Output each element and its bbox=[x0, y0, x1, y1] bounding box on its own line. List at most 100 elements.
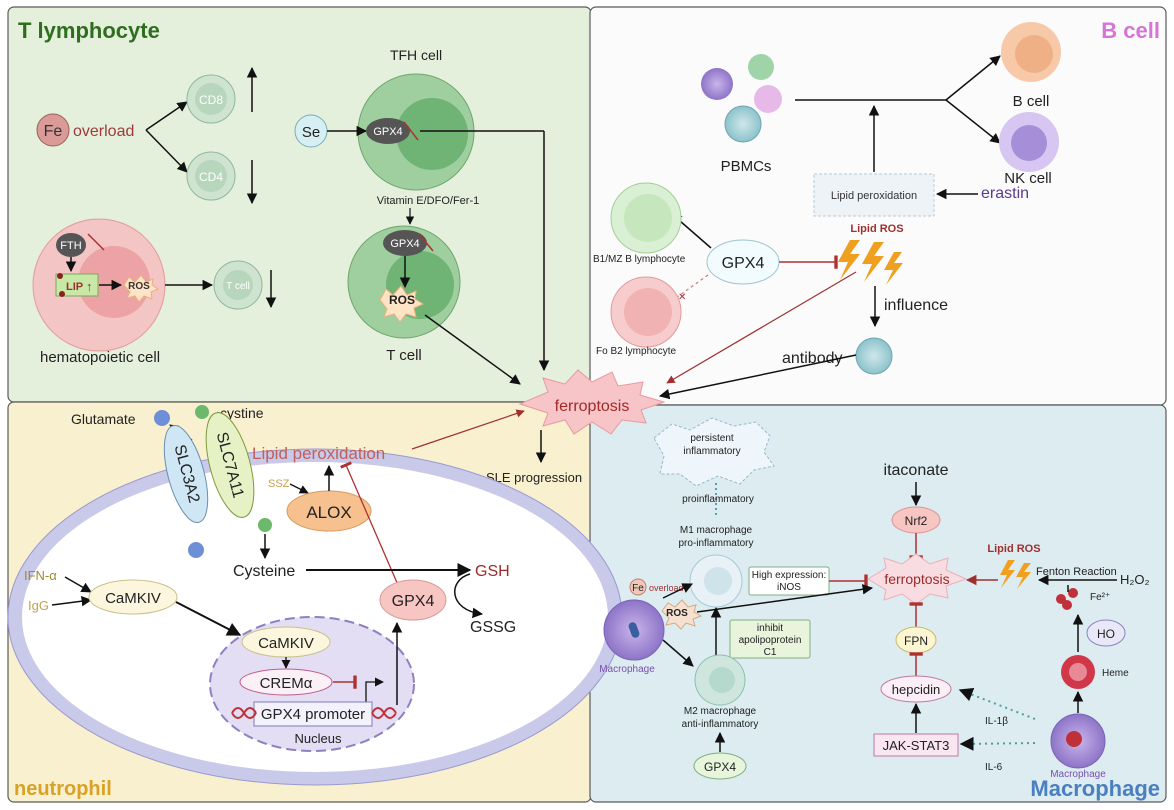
lip-dot bbox=[57, 273, 63, 279]
lip-box bbox=[55, 273, 99, 297]
ssz-inhibits-alox bbox=[289, 483, 309, 494]
m-overload-label: overload bbox=[649, 583, 684, 593]
gpx4-b-label: GPX4 bbox=[722, 255, 765, 272]
lipid-to-ferroptosis bbox=[411, 409, 525, 450]
il6-dotted bbox=[959, 736, 1036, 751]
gpx4-tfh-cross bbox=[403, 121, 419, 141]
cystine-dot bbox=[195, 405, 209, 419]
lipid-ros-to-ferroptosis bbox=[666, 271, 857, 384]
small-t-cell-nucleus bbox=[223, 270, 253, 300]
nrf2-label: Nrf2 bbox=[905, 514, 928, 528]
ros-tcell-label: ROS bbox=[389, 293, 415, 307]
il6-label: IL-6 bbox=[985, 762, 1003, 773]
hepcidin-node bbox=[880, 675, 952, 703]
glutamate-in-dot bbox=[188, 542, 204, 558]
antibody-to-ferroptosis bbox=[658, 354, 857, 400]
glutamate-label: Glutamate bbox=[71, 411, 136, 427]
pbmc-teal-cell bbox=[724, 105, 762, 143]
b1-nucleus bbox=[624, 194, 672, 242]
m1-label-1: M1 macrophage bbox=[680, 525, 753, 536]
inhibit-label-1: inhibit bbox=[757, 623, 783, 634]
hepcidin-label: hepcidin bbox=[892, 682, 940, 697]
cystine-label: cystine bbox=[220, 405, 264, 421]
crem-label: CREMα bbox=[260, 675, 313, 692]
il1b-dotted bbox=[958, 688, 1036, 720]
ros-label-small: ROS bbox=[128, 281, 150, 292]
gpx4-n-node bbox=[379, 579, 447, 621]
glutamate-dot bbox=[154, 410, 170, 426]
camkiv-node bbox=[88, 579, 178, 615]
inhibit-label-3: C1 bbox=[764, 647, 777, 658]
arrow-left-mac-m1 bbox=[662, 583, 693, 599]
erastin-label: erastin bbox=[981, 185, 1029, 202]
fth-node bbox=[56, 233, 86, 257]
t-cell-large-label: T cell bbox=[386, 347, 422, 364]
promoter-transcription-arrow bbox=[365, 677, 384, 705]
left-macrophage-inclusion bbox=[628, 622, 640, 638]
alox-label: ALOX bbox=[306, 503, 351, 522]
fe-node bbox=[36, 113, 70, 147]
fe2-label: Fe²⁺ bbox=[1090, 592, 1110, 603]
fe2-dot bbox=[1062, 600, 1072, 610]
high-expr-label-2: iNOS bbox=[777, 582, 801, 593]
arrow-fe-cd8 bbox=[145, 101, 188, 131]
fe-overload-dot bbox=[629, 578, 647, 596]
m2-nucleus bbox=[709, 667, 735, 693]
fpn-label: FPN bbox=[904, 634, 928, 648]
m-panel-title: Macrophage bbox=[1030, 776, 1160, 801]
fth-label: FTH bbox=[60, 240, 81, 252]
pbmc-pink-cell bbox=[754, 85, 782, 113]
nk-cell-label: NK cell bbox=[1004, 170, 1052, 187]
h2o2-label: H₂O₂ bbox=[1120, 572, 1150, 587]
influence-label: influence bbox=[884, 297, 948, 314]
antibody-cell bbox=[855, 337, 893, 375]
m-ros-label: ROS bbox=[666, 608, 688, 619]
overload-label: overload bbox=[73, 123, 134, 140]
gpx4-tfh bbox=[366, 118, 410, 144]
cysteine-label: Cysteine bbox=[233, 563, 295, 580]
m-fe-label: Fe bbox=[632, 583, 644, 594]
ho-node bbox=[1086, 619, 1126, 647]
n-panel-title: neutrophil bbox=[14, 778, 112, 800]
nucleus-label: Nucleus bbox=[295, 731, 342, 746]
lip-dot bbox=[59, 291, 65, 297]
fe-label: Fe bbox=[44, 123, 63, 140]
m1-nucleus bbox=[704, 567, 732, 595]
antibody-label: antibody bbox=[782, 350, 843, 367]
b1-label: B1/MZ B lymphocyte bbox=[593, 254, 686, 265]
pbmc-purple-cell bbox=[701, 68, 733, 100]
proinflammatory-label: proinflammatory bbox=[682, 494, 754, 505]
gpx4-promoter-label: GPX4 promoter bbox=[261, 706, 365, 723]
gpx4-tfh-label: GPX4 bbox=[373, 126, 402, 138]
gsh-gssg-curve bbox=[454, 573, 484, 619]
gpx4-n-label: GPX4 bbox=[392, 593, 435, 610]
ho-label: HO bbox=[1097, 627, 1115, 641]
gpx4-promoter-box bbox=[253, 701, 373, 727]
lip-up-arrow-icon: ↑ bbox=[86, 279, 93, 294]
camkiv-label: CaMKIV bbox=[105, 590, 161, 607]
lightning-icon bbox=[838, 240, 903, 285]
arrow-ifn-camkiv bbox=[64, 576, 92, 593]
m-gpx4-node bbox=[693, 752, 747, 780]
neutrophil-cytoplasm bbox=[22, 462, 608, 772]
gpx4-tcell-label: GPX4 bbox=[390, 238, 419, 250]
m1-label-2: pro-inflammatory bbox=[678, 538, 753, 549]
ros-burst-tcell bbox=[379, 285, 425, 323]
cysteine-dot bbox=[258, 518, 272, 532]
jak-label: JAK-STAT3 bbox=[883, 738, 950, 753]
arrow-fe-cd4 bbox=[145, 129, 188, 173]
vitamin-label: Vitamin E/DFO/Fer-1 bbox=[377, 195, 480, 207]
arrow-to-bcell bbox=[945, 55, 1001, 101]
ssz-label: SSZ bbox=[268, 478, 290, 490]
tfh-nucleus bbox=[396, 98, 468, 170]
se-label: Se bbox=[302, 124, 320, 141]
dna-icon bbox=[231, 707, 397, 719]
fenton-label: Fenton Reaction bbox=[1036, 566, 1117, 578]
m-ferroptosis-label: ferroptosis bbox=[884, 571, 949, 587]
arrow-ros-ferroptosis bbox=[424, 314, 521, 385]
cd4-label: CD4 bbox=[199, 170, 223, 184]
arrow-to-nkcell bbox=[945, 99, 1001, 144]
gssg-label: GSSG bbox=[470, 619, 516, 636]
heme-label: Heme bbox=[1102, 668, 1129, 679]
itaconate-label: itaconate bbox=[884, 462, 949, 479]
